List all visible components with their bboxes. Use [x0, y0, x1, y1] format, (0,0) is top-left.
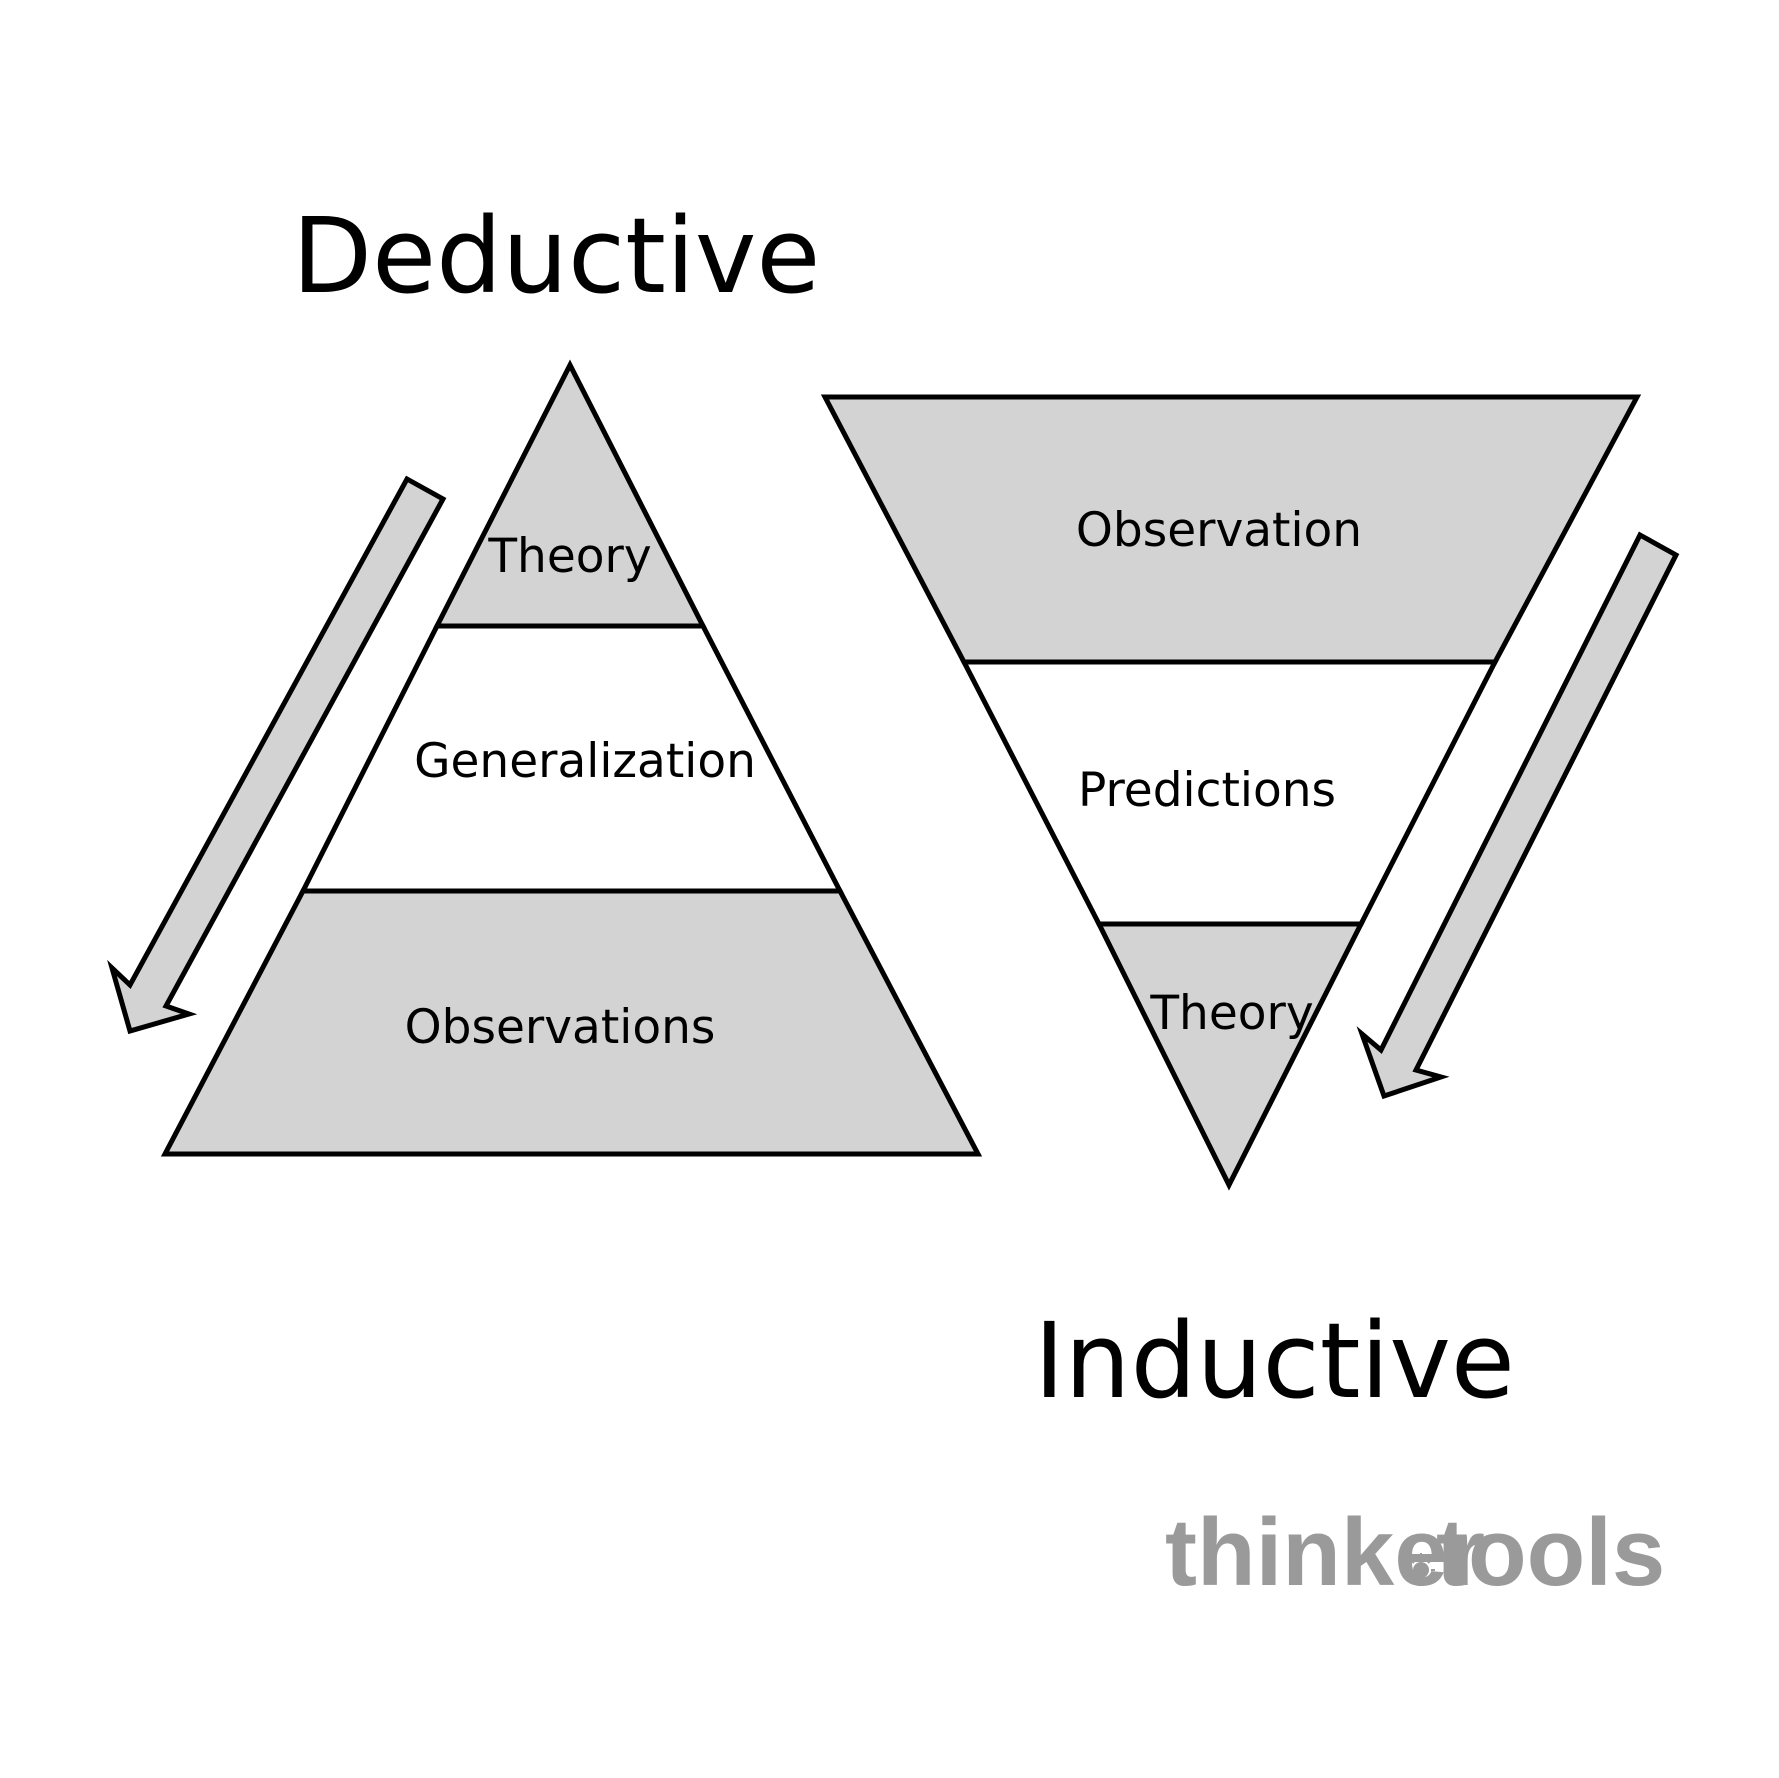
deductive-tier-label-theory: Theory — [487, 529, 651, 584]
inductive-arrow-icon — [1356, 531, 1680, 1100]
deductive-tier-label-observations: Observations — [405, 1000, 716, 1055]
brand-logo: thinker tools — [1165, 1499, 1665, 1606]
inductive-tier-label-theory: Theory — [1149, 986, 1313, 1041]
deductive-tier-theory — [432, 359, 708, 629]
inductive-tier-theory — [1094, 921, 1366, 1191]
brand-text-left: thinker — [1165, 1499, 1485, 1606]
inductive-tier-label-observation: Observation — [1076, 503, 1362, 558]
deductive-diagram: Deductive Theory Generalization Observat… — [107, 195, 983, 1157]
lightbulb-icon — [1407, 1553, 1435, 1586]
brand-text-right: tools — [1436, 1499, 1665, 1606]
deductive-arrow-icon — [107, 475, 447, 1035]
deductive-tier-observations — [160, 888, 983, 1157]
deductive-tier-label-generalization: Generalization — [414, 734, 756, 789]
deductive-title: Deductive — [292, 195, 820, 317]
inductive-title: Inductive — [1034, 1300, 1515, 1422]
inductive-diagram: Observation Predictions Theory Inductive — [820, 394, 1680, 1422]
inductive-tier-label-predictions: Predictions — [1078, 763, 1336, 818]
